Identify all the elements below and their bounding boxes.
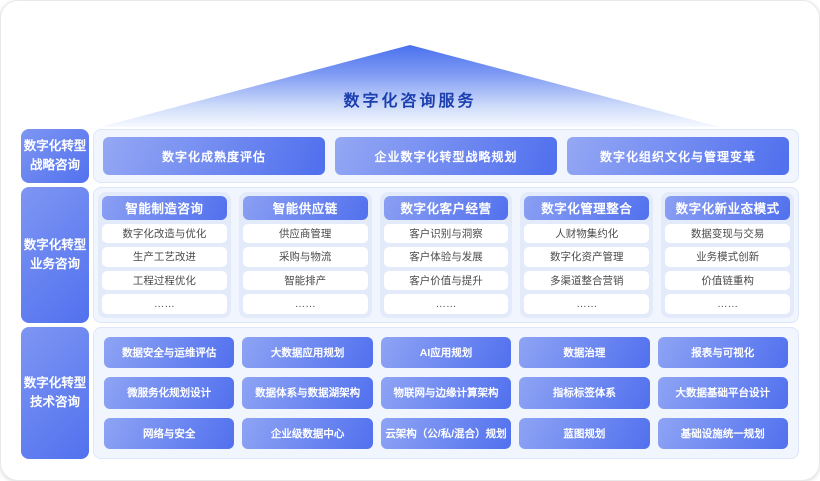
tech-panel: 数据安全与运维评估 大数据应用规划 AI应用规划 数据治理 报表与可视化 微服务… [93,327,799,459]
business-subitem-ellipsis: …… [524,294,650,314]
business-subitem-ellipsis: …… [102,294,227,314]
strategy-row-label: 数字化转型 战略咨询 [21,129,89,183]
tech-label-line2: 技术咨询 [29,395,80,409]
business-subitem-ellipsis: …… [383,294,509,314]
business-subitem: 数字化改造与优化 [102,223,227,244]
strategy-item-maturity: 数字化成熟度评估 [103,137,325,175]
tech-item: 云架构（公/私/混合）规划 [380,417,512,449]
strategy-item-culture: 数字化组织文化与管理变革 [567,137,789,175]
business-subitem: 客户价值与提升 [383,270,509,291]
business-row-label: 数字化转型 业务咨询 [21,187,89,323]
tech-item: 企业级数据中心 [242,417,373,449]
business-subitem: 生产工艺改进 [102,247,227,267]
business-subitem: 价值链重构 [665,270,790,291]
tech-item: 网络与安全 [104,417,235,449]
business-panel: 智能制造咨询 数字化改造与优化 生产工艺改进 工程过程优化 …… 智能供应链 供… [93,187,799,323]
tech-item: 蓝图规划 [519,417,650,449]
tech-item: 微服务化规划设计 [104,377,235,409]
business-subitem: 客户体验与发展 [383,247,509,267]
tech-item: 基础设施统一规划 [657,417,788,449]
business-subitem: 数字化资产管理 [524,247,650,267]
tech-item: 数据治理 [519,337,650,369]
tech-label-line1: 数字化转型 [23,375,87,390]
strategy-item-planning: 企业数字化转型战略规划 [335,137,557,175]
business-subitem-ellipsis: …… [242,294,368,314]
strategy-label-line1: 数字化转型 [23,138,87,153]
business-subitem: 人财物集约化 [524,223,650,244]
business-subitem-ellipsis: …… [665,294,790,314]
diagram-title: 数字化咨询服务 [343,93,477,110]
tech-item: 大数据应用规划 [242,337,373,369]
business-subitem: 客户识别与洞察 [383,223,509,244]
business-subitem: 工程过程优化 [102,270,227,291]
business-label-line1: 数字化转型 [23,237,87,252]
tech-item: 数据安全与运维评估 [104,337,235,369]
business-column-new-business-model: 数字化新业态模式 数据变现与交易 业务模式创新 价值链重构 …… [661,192,794,318]
tech-item: AI应用规划 [380,337,512,369]
business-row: 数字化转型 业务咨询 智能制造咨询 数字化改造与优化 生产工艺改进 工程过程优化… [21,187,799,323]
business-column-supply-chain: 智能供应链 供应商管理 采购与物流 智能排产 …… [238,192,372,318]
business-subitem: 智能排产 [242,270,368,291]
business-column-customer: 数字化客户经营 客户识别与洞察 客户体验与发展 客户价值与提升 …… [379,192,513,318]
business-subitem: 数据变现与交易 [665,223,790,244]
business-column-header: 智能制造咨询 [102,196,227,220]
tech-item: 报表与可视化 [657,337,788,369]
tech-row-label: 数字化转型 技术咨询 [21,327,89,459]
business-column-manufacturing: 智能制造咨询 数字化改造与优化 生产工艺改进 工程过程优化 …… [98,192,231,318]
business-column-header: 数字化新业态模式 [665,196,790,220]
strategy-label-line2: 战略咨询 [29,158,80,172]
tech-item: 数据体系与数据湖架构 [242,377,373,409]
business-subitem: 采购与物流 [242,247,368,267]
diagram-rows: 数字化转型 战略咨询 数字化成熟度评估 企业数字化转型战略规划 数字化组织文化与… [1,127,819,459]
tech-item: 指标标签体系 [519,377,650,409]
tech-row: 数字化转型 技术咨询 数据安全与运维评估 大数据应用规划 AI应用规划 数据治理… [21,327,799,459]
business-subitem: 多渠道整合营销 [524,270,650,291]
tech-item: 物联网与边缘计算架构 [380,377,512,409]
roof-triangle-shape [100,45,720,127]
business-label-line2: 业务咨询 [29,257,80,271]
business-subitem: 业务模式创新 [665,247,790,267]
strategy-panel: 数字化成熟度评估 企业数字化转型战略规划 数字化组织文化与管理变革 [93,129,799,183]
business-column-header: 数字化管理整合 [524,196,650,220]
business-column-header: 智能供应链 [242,196,368,220]
business-subitem: 供应商管理 [242,223,368,244]
tech-item: 大数据基础平台设计 [657,377,788,409]
business-column-header: 数字化客户经营 [383,196,509,220]
roof-container: 数字化咨询服务 [100,45,720,127]
business-column-management: 数字化管理整合 人财物集约化 数字化资产管理 多渠道整合营销 …… [520,192,654,318]
strategy-row: 数字化转型 战略咨询 数字化成熟度评估 企业数字化转型战略规划 数字化组织文化与… [21,129,799,183]
